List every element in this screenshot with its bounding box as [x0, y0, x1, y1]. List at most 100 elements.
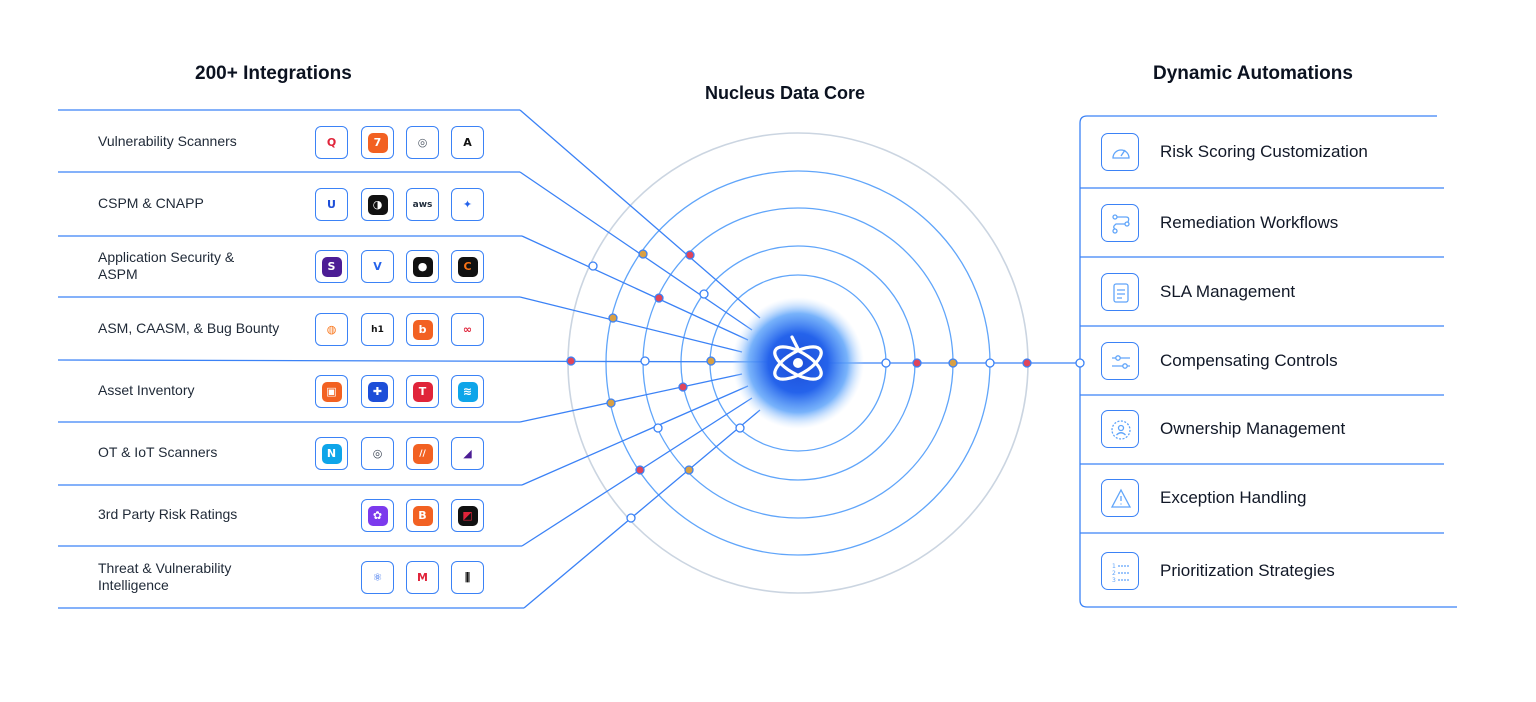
- axonius-logo: T: [406, 375, 439, 408]
- node-orange: [684, 465, 694, 475]
- category-label: Application Security & ASPM: [98, 249, 235, 282]
- converging-wire: [519, 296, 743, 353]
- checkmarx-mark-icon: C: [457, 256, 478, 277]
- nucleus-core-group: [732, 297, 864, 429]
- category-label: 3rd Party Risk Ratings: [98, 506, 238, 522]
- qualys-mark-icon: Q: [321, 132, 342, 153]
- node-white: [626, 513, 636, 523]
- warning-icon: [1101, 479, 1139, 517]
- category-label: Vulnerability Scanners: [98, 133, 237, 149]
- node-white: [985, 358, 995, 368]
- bugcrowd-mark-icon: b: [412, 319, 433, 340]
- snyk-mark-icon: S: [321, 256, 342, 277]
- node-orange: [608, 313, 618, 323]
- center-wire-left: [57, 359, 799, 363]
- automation-label: Prioritization Strategies: [1160, 561, 1335, 580]
- orca-mark-icon: ◑: [367, 194, 388, 215]
- wiz-mark-icon: ✦: [457, 194, 478, 215]
- category-label: Asset Inventory: [98, 382, 195, 398]
- node-white: [699, 289, 709, 299]
- jupiterone-mark-icon: ∞: [457, 319, 478, 340]
- node-orange: [948, 358, 958, 368]
- veracode-mark-icon: V: [367, 256, 388, 277]
- nucleus-atom-icon: [773, 335, 823, 381]
- node-white: [653, 423, 663, 433]
- github-mark-icon: ●: [412, 256, 433, 277]
- checkmarx-logo: C: [451, 250, 484, 283]
- node-red: [678, 382, 688, 392]
- tenable-mark-icon: ◎: [412, 132, 433, 153]
- securityscorecard-logo: ✿: [361, 499, 394, 532]
- aws-logo: aws: [406, 188, 439, 221]
- converging-wire: [519, 171, 753, 331]
- jupiterone-logo: ∞: [451, 313, 484, 346]
- converging-wire: [523, 409, 761, 609]
- nucleus-intel-mark-icon: ⚛: [367, 567, 388, 588]
- hackerone-logo: h1: [361, 313, 394, 346]
- panel-outlines: [58, 109, 1457, 609]
- att-logo: ≋: [451, 375, 484, 408]
- automation-label: SLA Management: [1160, 282, 1296, 301]
- claroty-logo: //: [406, 437, 439, 470]
- orca-logo: ◑: [361, 188, 394, 221]
- recorded-future-logo: ⫼: [451, 561, 484, 594]
- censys-logo: ◍: [315, 313, 348, 346]
- defender-logo: ✚: [361, 375, 394, 408]
- svg-text:1: 1: [1112, 563, 1116, 570]
- node-orange: [606, 398, 616, 408]
- converging-wire: [519, 373, 743, 423]
- upguard-mark-icon: ◩: [457, 505, 478, 526]
- arctic-wolf-logo: A: [451, 126, 484, 159]
- gauge-icon: [1101, 133, 1139, 171]
- tenable-logo: ◎: [406, 126, 439, 159]
- node-white: [640, 356, 650, 366]
- category-label: Threat & Vulnerability Intelligence: [98, 560, 232, 593]
- category-label: CSPM & CNAPP: [98, 195, 204, 211]
- servicenow-logo: ▣: [315, 375, 348, 408]
- node-orange: [706, 356, 716, 366]
- qualys-logo: Q: [315, 126, 348, 159]
- armis-mark-icon: ◢: [457, 443, 478, 464]
- badge-user-icon: [1101, 410, 1139, 448]
- node-white: [881, 358, 891, 368]
- securityscorecard-mark-icon: ✿: [367, 505, 388, 526]
- automation-label: Exception Handling: [1160, 488, 1307, 507]
- connector-lines: [57, 109, 1080, 609]
- category-label: ASM, CAASM, & Bug Bounty: [98, 320, 280, 336]
- mandiant-mark-icon: M: [412, 567, 433, 588]
- att-mark-icon: ≋: [457, 381, 478, 402]
- node-red: [912, 358, 922, 368]
- node-white: [588, 261, 598, 271]
- hackerone-mark-icon: h1: [367, 319, 388, 340]
- nozomi-mark-icon: N: [321, 443, 342, 464]
- node-red: [635, 465, 645, 475]
- recorded-future-mark-icon: ⫼: [457, 567, 478, 588]
- tenable-ot-logo: ◎: [361, 437, 394, 470]
- clipboard-icon: [1101, 273, 1139, 311]
- claroty-mark-icon: //: [412, 443, 433, 464]
- axonius-mark-icon: T: [412, 381, 433, 402]
- veracode-logo: V: [361, 250, 394, 283]
- svg-text:3: 3: [1112, 577, 1116, 584]
- lacework-mark-icon: U: [321, 194, 342, 215]
- rapid7-mark-icon: 7: [367, 132, 388, 153]
- snyk-logo: S: [315, 250, 348, 283]
- armis-logo: ◢: [451, 437, 484, 470]
- converging-wire: [521, 385, 749, 486]
- automation-label: Risk Scoring Customization: [1160, 142, 1368, 161]
- node-red: [685, 250, 695, 260]
- automation-label: Compensating Controls: [1160, 351, 1338, 370]
- upguard-logo: ◩: [451, 499, 484, 532]
- servicenow-mark-icon: ▣: [321, 381, 342, 402]
- mandiant-logo: M: [406, 561, 439, 594]
- tenable-ot-mark-icon: ◎: [367, 443, 388, 464]
- node-red: [566, 356, 576, 366]
- bitsight-mark-icon: B: [412, 505, 433, 526]
- aws-mark-icon: aws: [412, 194, 433, 215]
- lacework-logo: U: [315, 188, 348, 221]
- node-red: [654, 293, 664, 303]
- wiz-logo: ✦: [451, 188, 484, 221]
- category-label: OT & IoT Scanners: [98, 444, 218, 460]
